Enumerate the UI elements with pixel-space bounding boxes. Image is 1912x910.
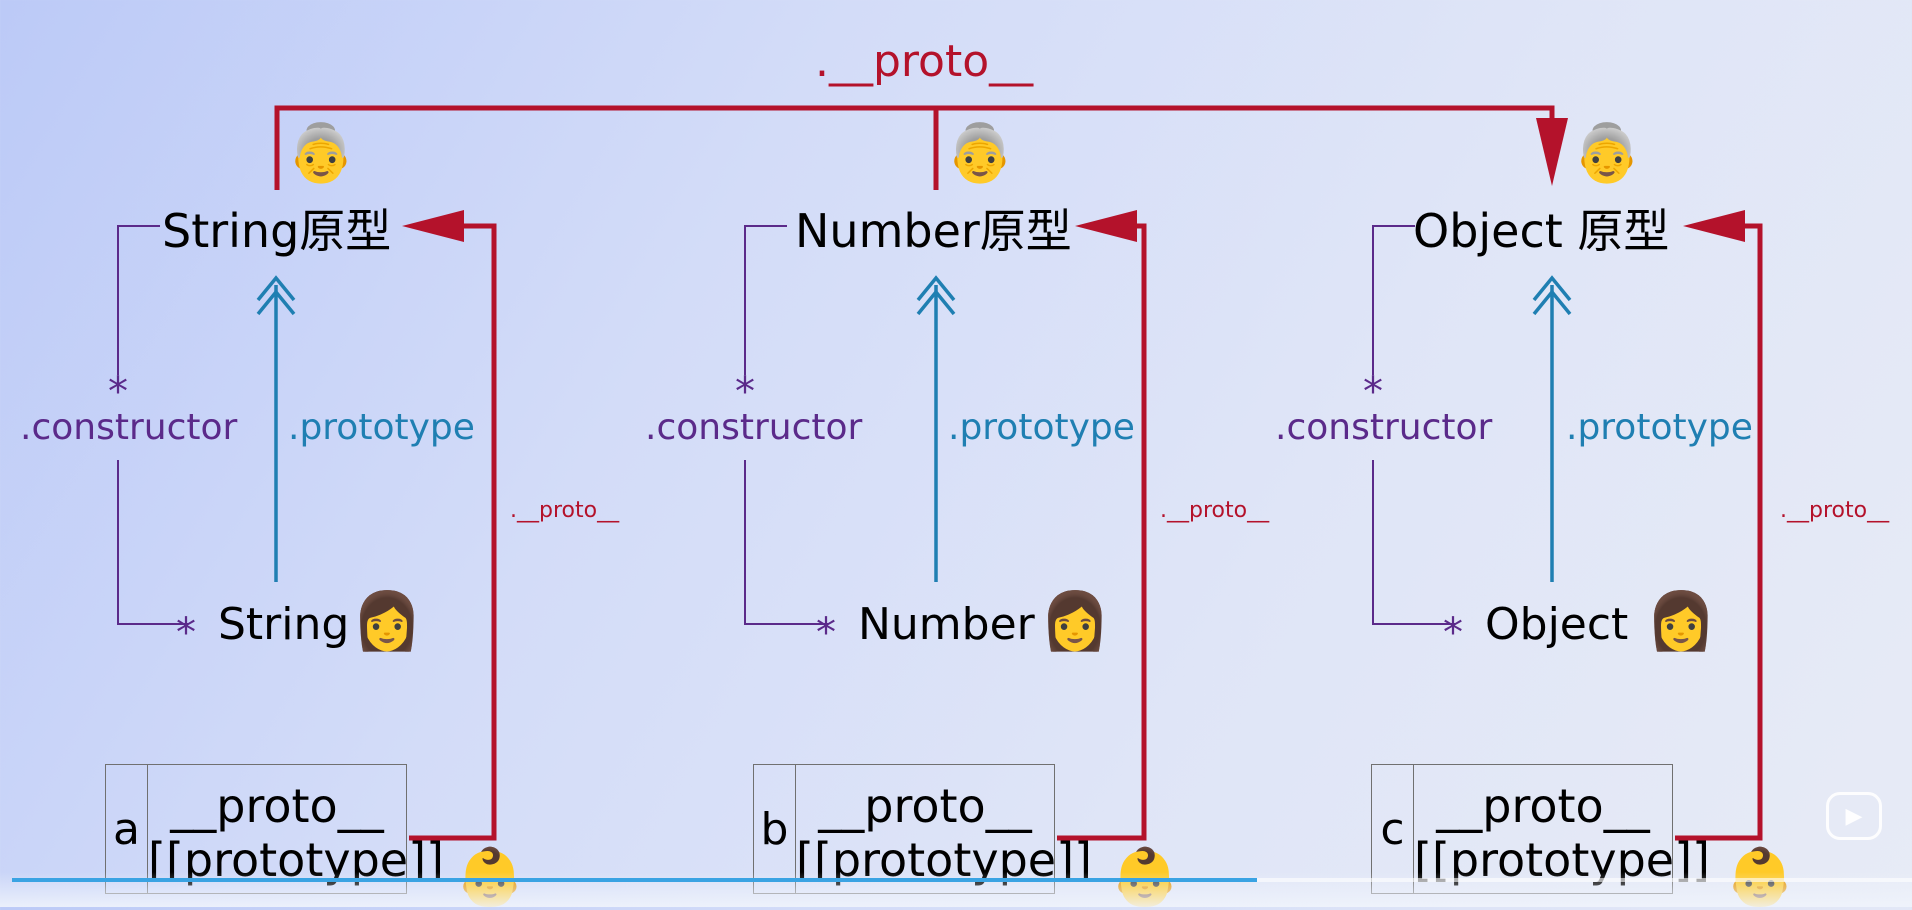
woman-icon: 👩: [352, 589, 422, 654]
instance-letter: c: [1372, 765, 1414, 893]
grandma-icon: 👵: [1572, 121, 1642, 186]
instance-proto-field: __proto__: [170, 779, 384, 833]
instance-proto-arrowhead-0: [402, 210, 464, 242]
diagram-links: * * * * * *: [108, 105, 1763, 841]
play-icon[interactable]: ▶: [1826, 792, 1882, 840]
constructor-link-bottom-2: [1372, 460, 1455, 625]
constructor-asterisk-bottom-0: *: [176, 610, 196, 656]
instance-proto-arrowhead-2: [1683, 210, 1745, 242]
constructor-link-top-1: [744, 225, 787, 375]
woman-icon: 👩: [1040, 589, 1110, 654]
instance-proto-field: __proto__: [1436, 779, 1650, 833]
constructor-name: Object: [1485, 599, 1629, 650]
progress-fill: [12, 878, 1257, 882]
instance-proto-link-2: [1675, 223, 1763, 841]
constructor-label: .constructor: [645, 407, 863, 448]
prototype-name: String原型: [162, 204, 392, 258]
prototype-label: .prototype: [1566, 407, 1753, 448]
constructor-asterisk-top-1: *: [735, 369, 755, 415]
prototype-chevron-1: [916, 275, 956, 316]
instance-proto-label: .__proto__: [510, 498, 620, 523]
prototype-name: Object 原型: [1413, 204, 1670, 258]
top-proto-link: [274, 105, 1555, 190]
instance-proto-field: __proto__: [818, 779, 1032, 833]
prototype-label: .prototype: [288, 407, 475, 448]
constructor-link-bottom-1: [744, 460, 828, 625]
woman-icon: 👩: [1646, 589, 1716, 654]
top-proto-arrowhead: [1536, 118, 1568, 186]
prototype-chevron-2: [1532, 275, 1572, 316]
constructor-asterisk-bottom-2: *: [1443, 610, 1463, 656]
top-proto-label: .__proto__: [815, 36, 1034, 87]
video-control-bar: [0, 872, 1912, 907]
constructor-asterisk-top-0: *: [108, 369, 128, 415]
prototype-name: Number原型: [795, 204, 1072, 258]
constructor-label: .constructor: [1275, 407, 1493, 448]
constructor-name: Number: [858, 599, 1035, 650]
prototype-chevron-0: [256, 275, 296, 316]
instance-letter: a: [106, 765, 148, 893]
instance-proto-link-1: [1057, 223, 1147, 841]
play-glyph: ▶: [1845, 803, 1863, 829]
instance-proto-link-0: [409, 223, 497, 841]
grandma-icon: 👵: [945, 121, 1015, 186]
constructor-link-top-2: [1372, 225, 1415, 375]
constructor-label: .constructor: [20, 407, 238, 448]
instance-proto-label: .__proto__: [1160, 498, 1270, 523]
grandma-icon: 👵: [286, 121, 356, 186]
instance-letter: b: [754, 765, 796, 893]
constructor-link-bottom-0: [117, 460, 188, 625]
constructor-asterisk-bottom-1: *: [816, 610, 836, 656]
constructor-link-top-0: [117, 225, 160, 375]
constructor-name: String: [218, 599, 350, 650]
prototype-label: .prototype: [948, 407, 1135, 448]
instance-proto-arrowhead-1: [1075, 210, 1137, 242]
constructor-asterisk-top-2: *: [1363, 369, 1383, 415]
instance-proto-label: .__proto__: [1780, 498, 1890, 523]
